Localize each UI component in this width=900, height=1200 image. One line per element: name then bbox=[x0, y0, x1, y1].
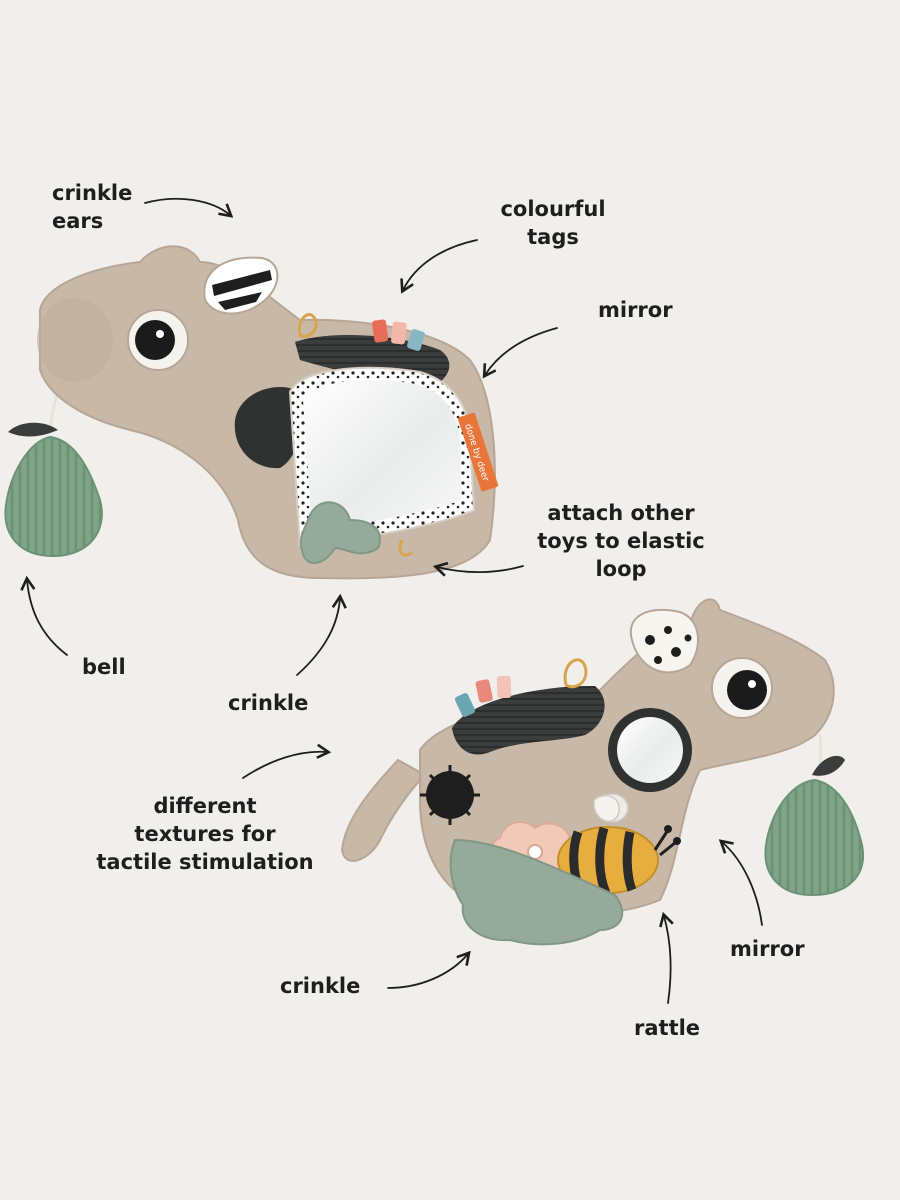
crinkle-cloth bbox=[449, 838, 624, 946]
arrow-bell bbox=[20, 575, 68, 656]
eye-icon bbox=[127, 309, 189, 371]
arrow-attach-loop bbox=[432, 561, 524, 577]
arrow-rattle bbox=[659, 911, 674, 1004]
arrow-textures bbox=[242, 743, 332, 779]
label-textures: different textures for tactile stimulati… bbox=[96, 794, 314, 874]
label-crinkle-bottom: crinkle bbox=[280, 974, 361, 998]
arrow-crinkle-ears bbox=[144, 197, 234, 218]
eye-icon bbox=[711, 657, 773, 719]
arrow-mirror-bottom bbox=[718, 839, 763, 926]
top-plush-cow: done by deer bbox=[4, 245, 499, 580]
knot-toy bbox=[299, 501, 381, 564]
label-colourful-tags: colourful tags bbox=[500, 197, 606, 249]
label-attach-loop: attach other toys to elastic loop bbox=[537, 501, 705, 581]
pear-bell-icon bbox=[4, 422, 103, 558]
mirror-icon bbox=[303, 380, 462, 530]
pear-bell-icon bbox=[764, 755, 865, 897]
arrow-crinkle-mid bbox=[296, 593, 347, 676]
arrow-crinkle-bottom bbox=[387, 950, 471, 989]
label-bell: bell bbox=[82, 655, 126, 679]
polka-ear-icon bbox=[629, 608, 700, 674]
label-crinkle-ears: crinkle ears bbox=[52, 181, 133, 233]
arrow-colourful-tags bbox=[400, 239, 478, 294]
round-mirror-icon bbox=[608, 708, 692, 792]
label-rattle: rattle bbox=[634, 1016, 701, 1040]
label-mirror-top: mirror bbox=[598, 298, 673, 322]
arrow-mirror-top bbox=[482, 327, 558, 379]
label-crinkle-mid: crinkle bbox=[228, 691, 309, 715]
bottom-plush-cow bbox=[340, 598, 865, 946]
crinkle-ear-icon bbox=[203, 256, 279, 315]
label-mirror-bottom: mirror bbox=[730, 937, 805, 961]
fuzzy-texture-icon bbox=[420, 765, 480, 825]
